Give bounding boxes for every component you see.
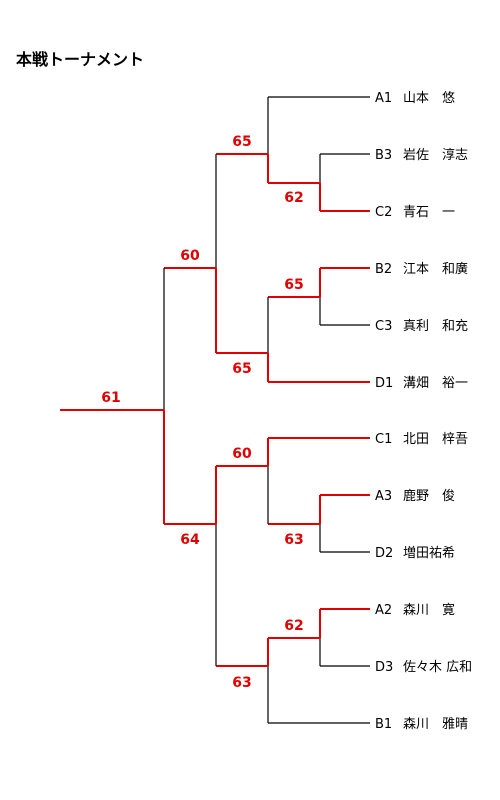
match-score: 61 xyxy=(101,390,120,406)
player-name: 真利 和充 xyxy=(403,318,468,334)
player-name: 森川 雅晴 xyxy=(403,717,468,732)
player-code: A3 xyxy=(375,489,392,504)
player-name: 増田祐希 xyxy=(403,546,455,561)
player-code: C3 xyxy=(375,319,392,334)
page-title: 本戦トーナメント xyxy=(16,50,145,69)
player-code: C2 xyxy=(375,205,392,220)
player-name: 森川 寛 xyxy=(403,602,455,618)
match-score: 60 xyxy=(180,248,200,264)
match-score: 62 xyxy=(284,618,303,634)
bracket-lines xyxy=(60,96,370,724)
player-name: 江本 和廣 xyxy=(403,262,468,277)
match-score: 60 xyxy=(232,446,252,462)
player-code: A2 xyxy=(375,603,392,618)
match-score: 65 xyxy=(284,277,303,293)
player-code: B3 xyxy=(375,148,392,163)
match-score: 62 xyxy=(284,190,303,206)
match-score: 63 xyxy=(284,532,303,548)
match-score: 63 xyxy=(232,675,251,691)
match-score: 64 xyxy=(180,532,200,548)
player-code: D3 xyxy=(375,660,393,675)
player-code: B2 xyxy=(375,262,392,277)
player-name: 鹿野 俊 xyxy=(403,488,455,504)
player-name: 山本 悠 xyxy=(403,91,455,106)
player-code: D2 xyxy=(375,546,393,561)
match-score: 65 xyxy=(232,134,251,150)
bracket-scores: 65 62 60 65 65 61 60 63 64 62 63 xyxy=(101,134,303,691)
player-name: 岩佐 淳志 xyxy=(403,147,468,163)
player-code: A1 xyxy=(375,91,392,106)
player-code: D1 xyxy=(375,376,393,391)
player-code: C1 xyxy=(375,432,392,447)
player-list: A1 山本 悠 B3 岩佐 淳志 C2 青石 一 B2 江本 和廣 C3 真利 和充 D1 溝畑 裕一… xyxy=(375,91,472,732)
player-name: 溝畑 裕一 xyxy=(403,376,468,391)
player-name: 青石 一 xyxy=(403,205,455,220)
player-name: 佐々木 広和 xyxy=(403,660,472,675)
match-score: 65 xyxy=(232,361,251,377)
player-code: B1 xyxy=(375,717,392,732)
player-name: 北田 梓吾 xyxy=(403,432,468,447)
